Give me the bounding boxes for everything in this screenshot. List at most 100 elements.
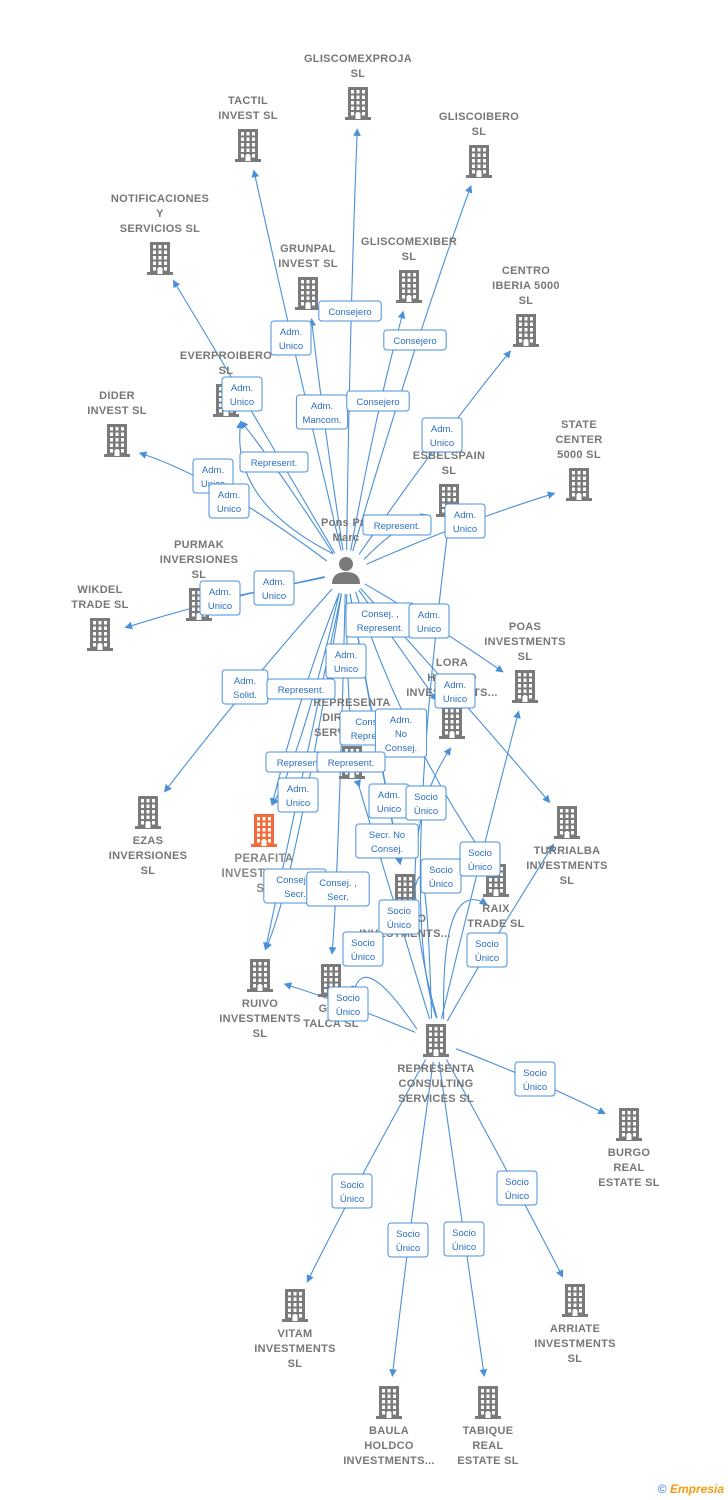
relation-badge[interactable]: Consejero: [346, 390, 410, 412]
building-icon: [423, 1024, 449, 1057]
relation-badge[interactable]: Represent.: [266, 678, 336, 700]
badge-label: Adm.Unico: [334, 650, 358, 675]
relation-badge[interactable]: Adm.Unico: [368, 783, 410, 819]
copyright-symbol: ©: [657, 1482, 667, 1496]
badge-label: Adm.Unico: [279, 327, 303, 352]
relation-badge[interactable]: Adm.Unico: [253, 570, 295, 606]
edge-center-gliscoibero: [352, 184, 473, 552]
relation-badge[interactable]: Adm.Unico: [434, 673, 476, 709]
building-icon: [439, 706, 465, 739]
badge-label: Adm.Unico: [417, 610, 441, 635]
relation-badge[interactable]: Adm.Unico: [325, 643, 367, 679]
badge-label: Represent.: [277, 758, 323, 769]
building-icon: [475, 1386, 501, 1419]
brand-logo-text[interactable]: Empresia: [669, 1482, 724, 1496]
relation-badge[interactable]: Adm.Unico: [199, 580, 241, 616]
building-icon: [554, 806, 580, 839]
relation-badge[interactable]: Adm.Unico: [421, 417, 463, 453]
building-icon: [251, 814, 277, 847]
relation-badge[interactable]: Consejero: [318, 300, 382, 322]
building-icon: [466, 145, 492, 178]
badge-label: Adm.Unico: [377, 790, 401, 815]
relation-badge[interactable]: Adm.Solid.: [221, 669, 269, 705]
badge-label: Adm.Mancom.: [302, 401, 341, 426]
building-icon: [376, 1386, 402, 1419]
badge-label: Consej. ,Secr.: [276, 875, 314, 900]
relation-badge[interactable]: Consej. ,Represent.: [345, 602, 415, 638]
edge-hub-tabique: [438, 1061, 488, 1378]
relation-badge[interactable]: Represent.: [239, 451, 309, 473]
badge-label: Adm.Unico: [208, 587, 232, 612]
relation-badge[interactable]: Adm.Unico: [221, 376, 263, 412]
building-icon: [295, 277, 321, 310]
badge-label: Represent.: [278, 685, 324, 696]
relation-badge[interactable]: Adm.Unico: [208, 483, 250, 519]
relation-badge[interactable]: Represent.: [362, 514, 432, 536]
relation-badge[interactable]: Adm.Unico: [277, 777, 319, 813]
relation-badge[interactable]: Adm.Unico: [270, 320, 312, 356]
badge-label: Consejero: [328, 307, 371, 318]
relation-badge[interactable]: Consejero: [383, 329, 447, 351]
relation-badge[interactable]: Adm.Unico: [408, 603, 450, 639]
badge-label: Consej. ,Represent.: [351, 717, 397, 742]
relation-badge[interactable]: Adm.Unico: [444, 503, 486, 539]
relation-badge[interactable]: Adm.Mancom.: [295, 394, 349, 430]
relation-badge[interactable]: Consej. ,Secr.: [306, 871, 370, 907]
relation-badge[interactable]: Represent.: [316, 751, 386, 773]
